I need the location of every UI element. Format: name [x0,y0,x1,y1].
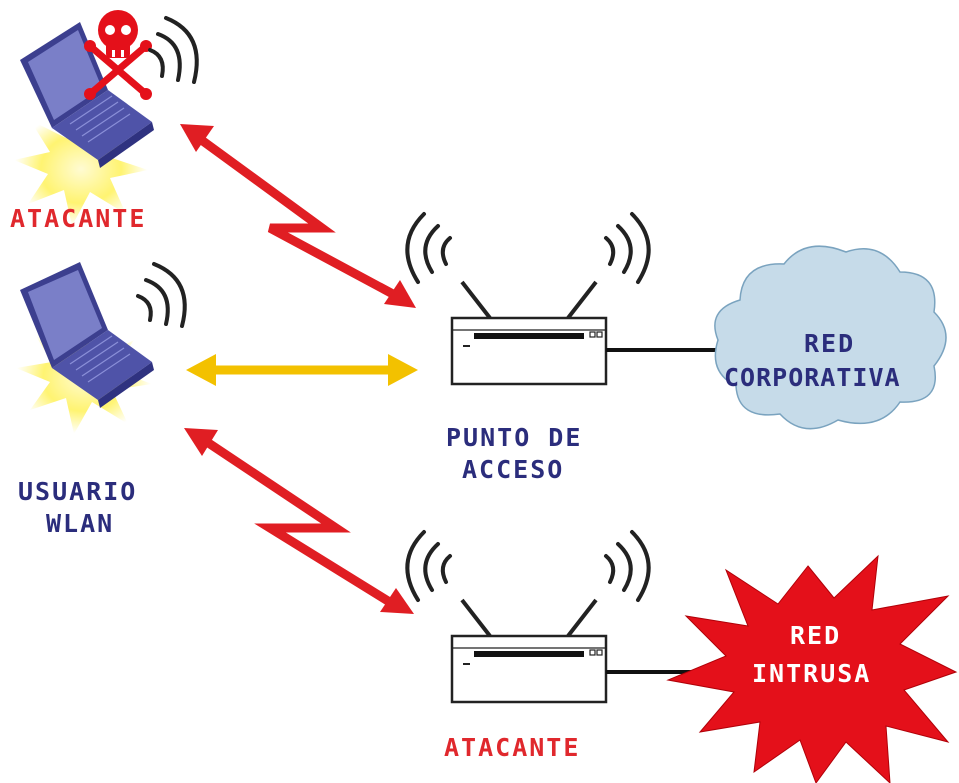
attacker-ap-label: ATACANTE [444,733,580,762]
wifi-waves-icon [148,16,199,84]
skull-crossbones-icon [84,10,152,100]
attack-link-arrow [201,436,399,610]
arrow-head-icon [180,124,214,152]
arrow-head-icon [380,588,414,614]
arrow-head-icon [384,280,416,308]
wifi-waves-icon [136,262,187,328]
intruder-net-label-line2: INTRUSA [752,659,871,688]
cloud-icon [714,245,947,430]
wlan-laptop-icon [16,262,154,434]
explosion-burst-icon [666,554,958,783]
access-point-label-line1: PUNTO DE [446,423,582,452]
corporate-net-label-line1: RED [804,329,855,358]
rogue-access-point-icon [405,530,651,704]
wlan-user-label-line2: WLAN [46,509,114,538]
access-point-icon [405,212,651,386]
access-point-label-line2: ACCESO [462,455,564,484]
intruder-net-label-line1: RED [790,621,841,650]
corporate-net-label-line2: CORPORATIVA [724,363,901,392]
attacker-laptop-label: ATACANTE [10,204,146,233]
arrow-head-icon [184,428,218,456]
legit-link-arrow [186,354,418,386]
attack-link-arrow [191,132,409,304]
wlan-user-label-line1: USUARIO [18,477,137,506]
